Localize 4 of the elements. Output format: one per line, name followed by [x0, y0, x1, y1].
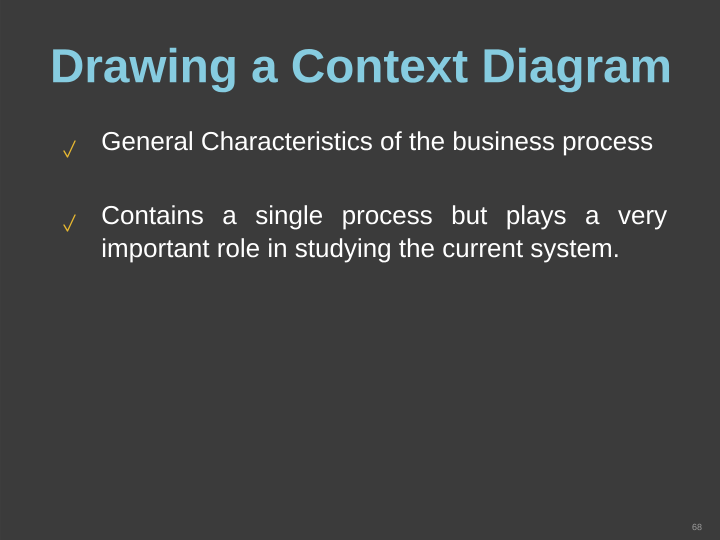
bullet-text: Contains a single process but plays a very important role in studying the current system.: [102, 205, 668, 262]
page-number: 68: [692, 524, 702, 530]
slide-title: Drawing a Context Diagram: [53, 48, 670, 92]
bullet-text: General Characteristics of the business process: [102, 131, 652, 156]
